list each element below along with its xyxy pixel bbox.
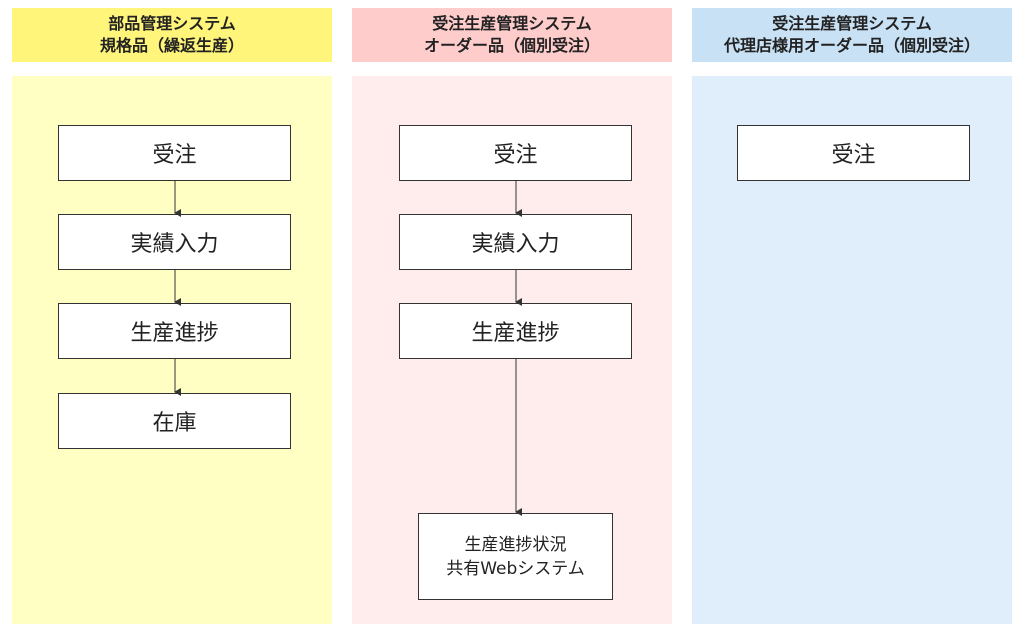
step-label: 実績入力 xyxy=(130,232,219,257)
column-header-subtitle: 規格品（繰返生産） xyxy=(99,36,244,55)
step-label: 受注 xyxy=(152,143,197,168)
step-label: 生産進捗状況 xyxy=(464,534,567,555)
step-label: 在庫 xyxy=(152,411,197,436)
column-header-title: 受注生産管理システム xyxy=(432,14,592,33)
column-header-order-production: 受注生産管理システム オーダー品（個別受注） xyxy=(352,8,672,62)
column-header-subtitle: 代理店様用オーダー品（個別受注） xyxy=(723,36,980,55)
step-box-production-progress: 生産進捗 xyxy=(58,303,291,359)
column-header-title: 部品管理システム xyxy=(108,14,236,33)
column-header-parts-management: 部品管理システム 規格品（繰返生産） xyxy=(12,8,332,62)
step-box-inventory: 在庫 xyxy=(58,393,291,449)
step-label: 受注 xyxy=(493,143,538,168)
step-box-order: 受注 xyxy=(399,125,632,181)
column-header-subtitle: オーダー品（個別受注） xyxy=(423,36,600,55)
step-box-order: 受注 xyxy=(737,125,970,181)
step-label: 生産進捗 xyxy=(471,321,560,346)
column-header-title: 受注生産管理システム xyxy=(772,14,932,33)
step-box-result-entry: 実績入力 xyxy=(399,214,632,270)
step-box-result-entry: 実績入力 xyxy=(58,214,291,270)
step-box-order: 受注 xyxy=(58,125,291,181)
step-label: 共有Webシステム xyxy=(446,558,585,579)
step-label: 生産進捗 xyxy=(130,321,219,346)
step-box-production-progress: 生産進捗 xyxy=(399,303,632,359)
step-label: 実績入力 xyxy=(471,232,560,257)
step-box-progress-sharing-web: 生産進捗状況 共有Webシステム xyxy=(418,513,613,600)
step-label: 受注 xyxy=(831,143,876,168)
column-header-agency-order: 受注生産管理システム 代理店様用オーダー品（個別受注） xyxy=(692,8,1012,62)
